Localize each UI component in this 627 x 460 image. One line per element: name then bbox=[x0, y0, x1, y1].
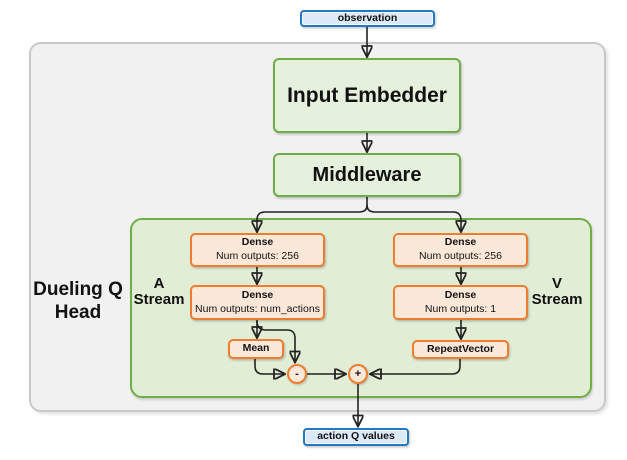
v-stream-label-line2: Stream bbox=[531, 290, 583, 308]
dueling-q-head-label: Dueling Q Head bbox=[22, 279, 134, 325]
dense-v2-title: Dense bbox=[444, 288, 477, 301]
add-op-node: + bbox=[348, 364, 368, 384]
input-embedder-node: Input Embedder bbox=[273, 58, 461, 133]
dense-a1-subtitle: Num outputs: 256 bbox=[216, 250, 299, 262]
subtract-op-node: - bbox=[287, 364, 307, 384]
add-op-label: + bbox=[354, 367, 362, 380]
input-embedder-label: Input Embedder bbox=[287, 83, 447, 107]
action-q-values-node: action Q values bbox=[303, 428, 409, 446]
middleware-node: Middleware bbox=[273, 153, 461, 197]
observation-node: observation bbox=[300, 10, 435, 27]
dense-a2-subtitle: Num outputs: num_actions bbox=[195, 302, 320, 315]
mean-node: Mean bbox=[228, 339, 284, 359]
v-stream-label-line1: V bbox=[551, 275, 562, 292]
v-stream-label: V Stream bbox=[527, 276, 587, 308]
action-q-values-label: action Q values bbox=[317, 430, 395, 443]
dense-v1-subtitle: Num outputs: 256 bbox=[419, 250, 502, 262]
dueling-q-head-label-line1: Dueling Q bbox=[33, 279, 123, 300]
a-stream-label-line1: A bbox=[153, 275, 165, 292]
dueling-q-head-label-line2: Head bbox=[54, 301, 102, 323]
repeat-vector-node: RepeatVector bbox=[412, 340, 509, 359]
dense-a1-node: Dense Num outputs: 256 bbox=[190, 233, 325, 267]
a-stream-label-line2: Stream bbox=[133, 290, 185, 308]
dense-a2-node: Dense Num outputs: num_actions bbox=[190, 285, 325, 320]
dense-a2-title: Dense bbox=[241, 288, 274, 301]
dense-a1-title: Dense bbox=[241, 236, 274, 249]
dense-v2-subtitle: Num outputs: 1 bbox=[424, 302, 497, 315]
dense-v1-node: Dense Num outputs: 256 bbox=[393, 233, 528, 267]
subtract-op-label: - bbox=[295, 367, 299, 380]
repeat-vector-label: RepeatVector bbox=[426, 342, 495, 355]
mean-label: Mean bbox=[242, 342, 270, 355]
a-stream-label: A Stream bbox=[129, 276, 189, 308]
dense-v2-node: Dense Num outputs: 1 bbox=[393, 285, 528, 320]
observation-label: observation bbox=[337, 11, 398, 24]
dense-v1-title: Dense bbox=[444, 236, 477, 249]
middleware-label: Middleware bbox=[312, 163, 422, 186]
